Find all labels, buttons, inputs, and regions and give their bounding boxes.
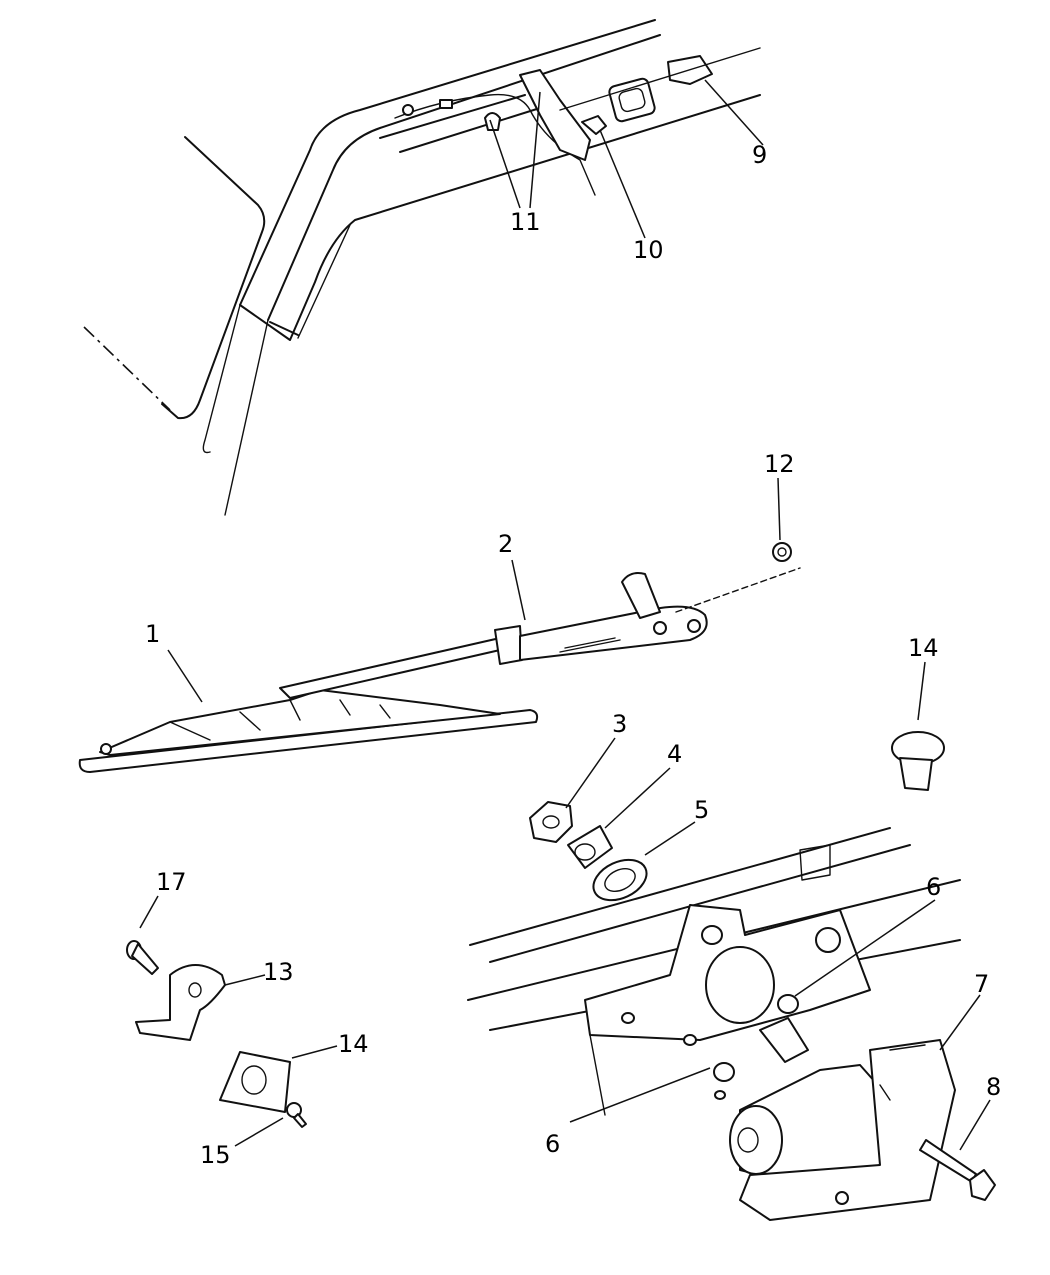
callout-12: 12	[764, 450, 795, 478]
motor-mounting-bolt	[919, 1139, 996, 1201]
callout-7: 7	[974, 970, 989, 998]
grommet-upper	[777, 994, 799, 1014]
callout-8: 8	[986, 1073, 1001, 1101]
push-pin-fastener	[891, 731, 945, 791]
callout-14-lower: 14	[338, 1030, 369, 1058]
arm-nut-cap	[675, 542, 801, 613]
callout-5: 5	[694, 796, 709, 824]
screw-17	[126, 940, 159, 975]
callout-9: 9	[752, 141, 767, 169]
callout-11: 11	[510, 208, 541, 236]
pivot-seal	[567, 825, 613, 869]
bracket-13	[135, 964, 226, 1041]
pivot-washer	[592, 858, 648, 902]
liftgate-glass-assembly	[83, 19, 761, 516]
wiper-blade	[78, 689, 539, 773]
callout-15: 15	[200, 1141, 231, 1169]
callout-3: 3	[612, 710, 627, 738]
callout-13: 13	[263, 958, 294, 986]
pivot-nut	[529, 801, 573, 843]
wiper-arm	[279, 572, 708, 699]
callout-1: 1	[145, 620, 160, 648]
clip-14	[219, 1051, 291, 1113]
callout-14-upper: 14	[908, 634, 939, 662]
callout-2: 2	[498, 530, 513, 558]
liftgate-inner-panel	[467, 827, 961, 1116]
wiper-motor	[729, 1017, 956, 1221]
callout-17: 17	[156, 868, 187, 896]
callout-4: 4	[667, 740, 682, 768]
leader-lines	[139, 79, 991, 1151]
callout-6-lower: 6	[545, 1130, 560, 1158]
screw-15	[286, 1102, 307, 1128]
callout-6-upper: 6	[926, 873, 941, 901]
grommet-lower	[713, 1062, 735, 1082]
callout-10: 10	[633, 236, 664, 264]
